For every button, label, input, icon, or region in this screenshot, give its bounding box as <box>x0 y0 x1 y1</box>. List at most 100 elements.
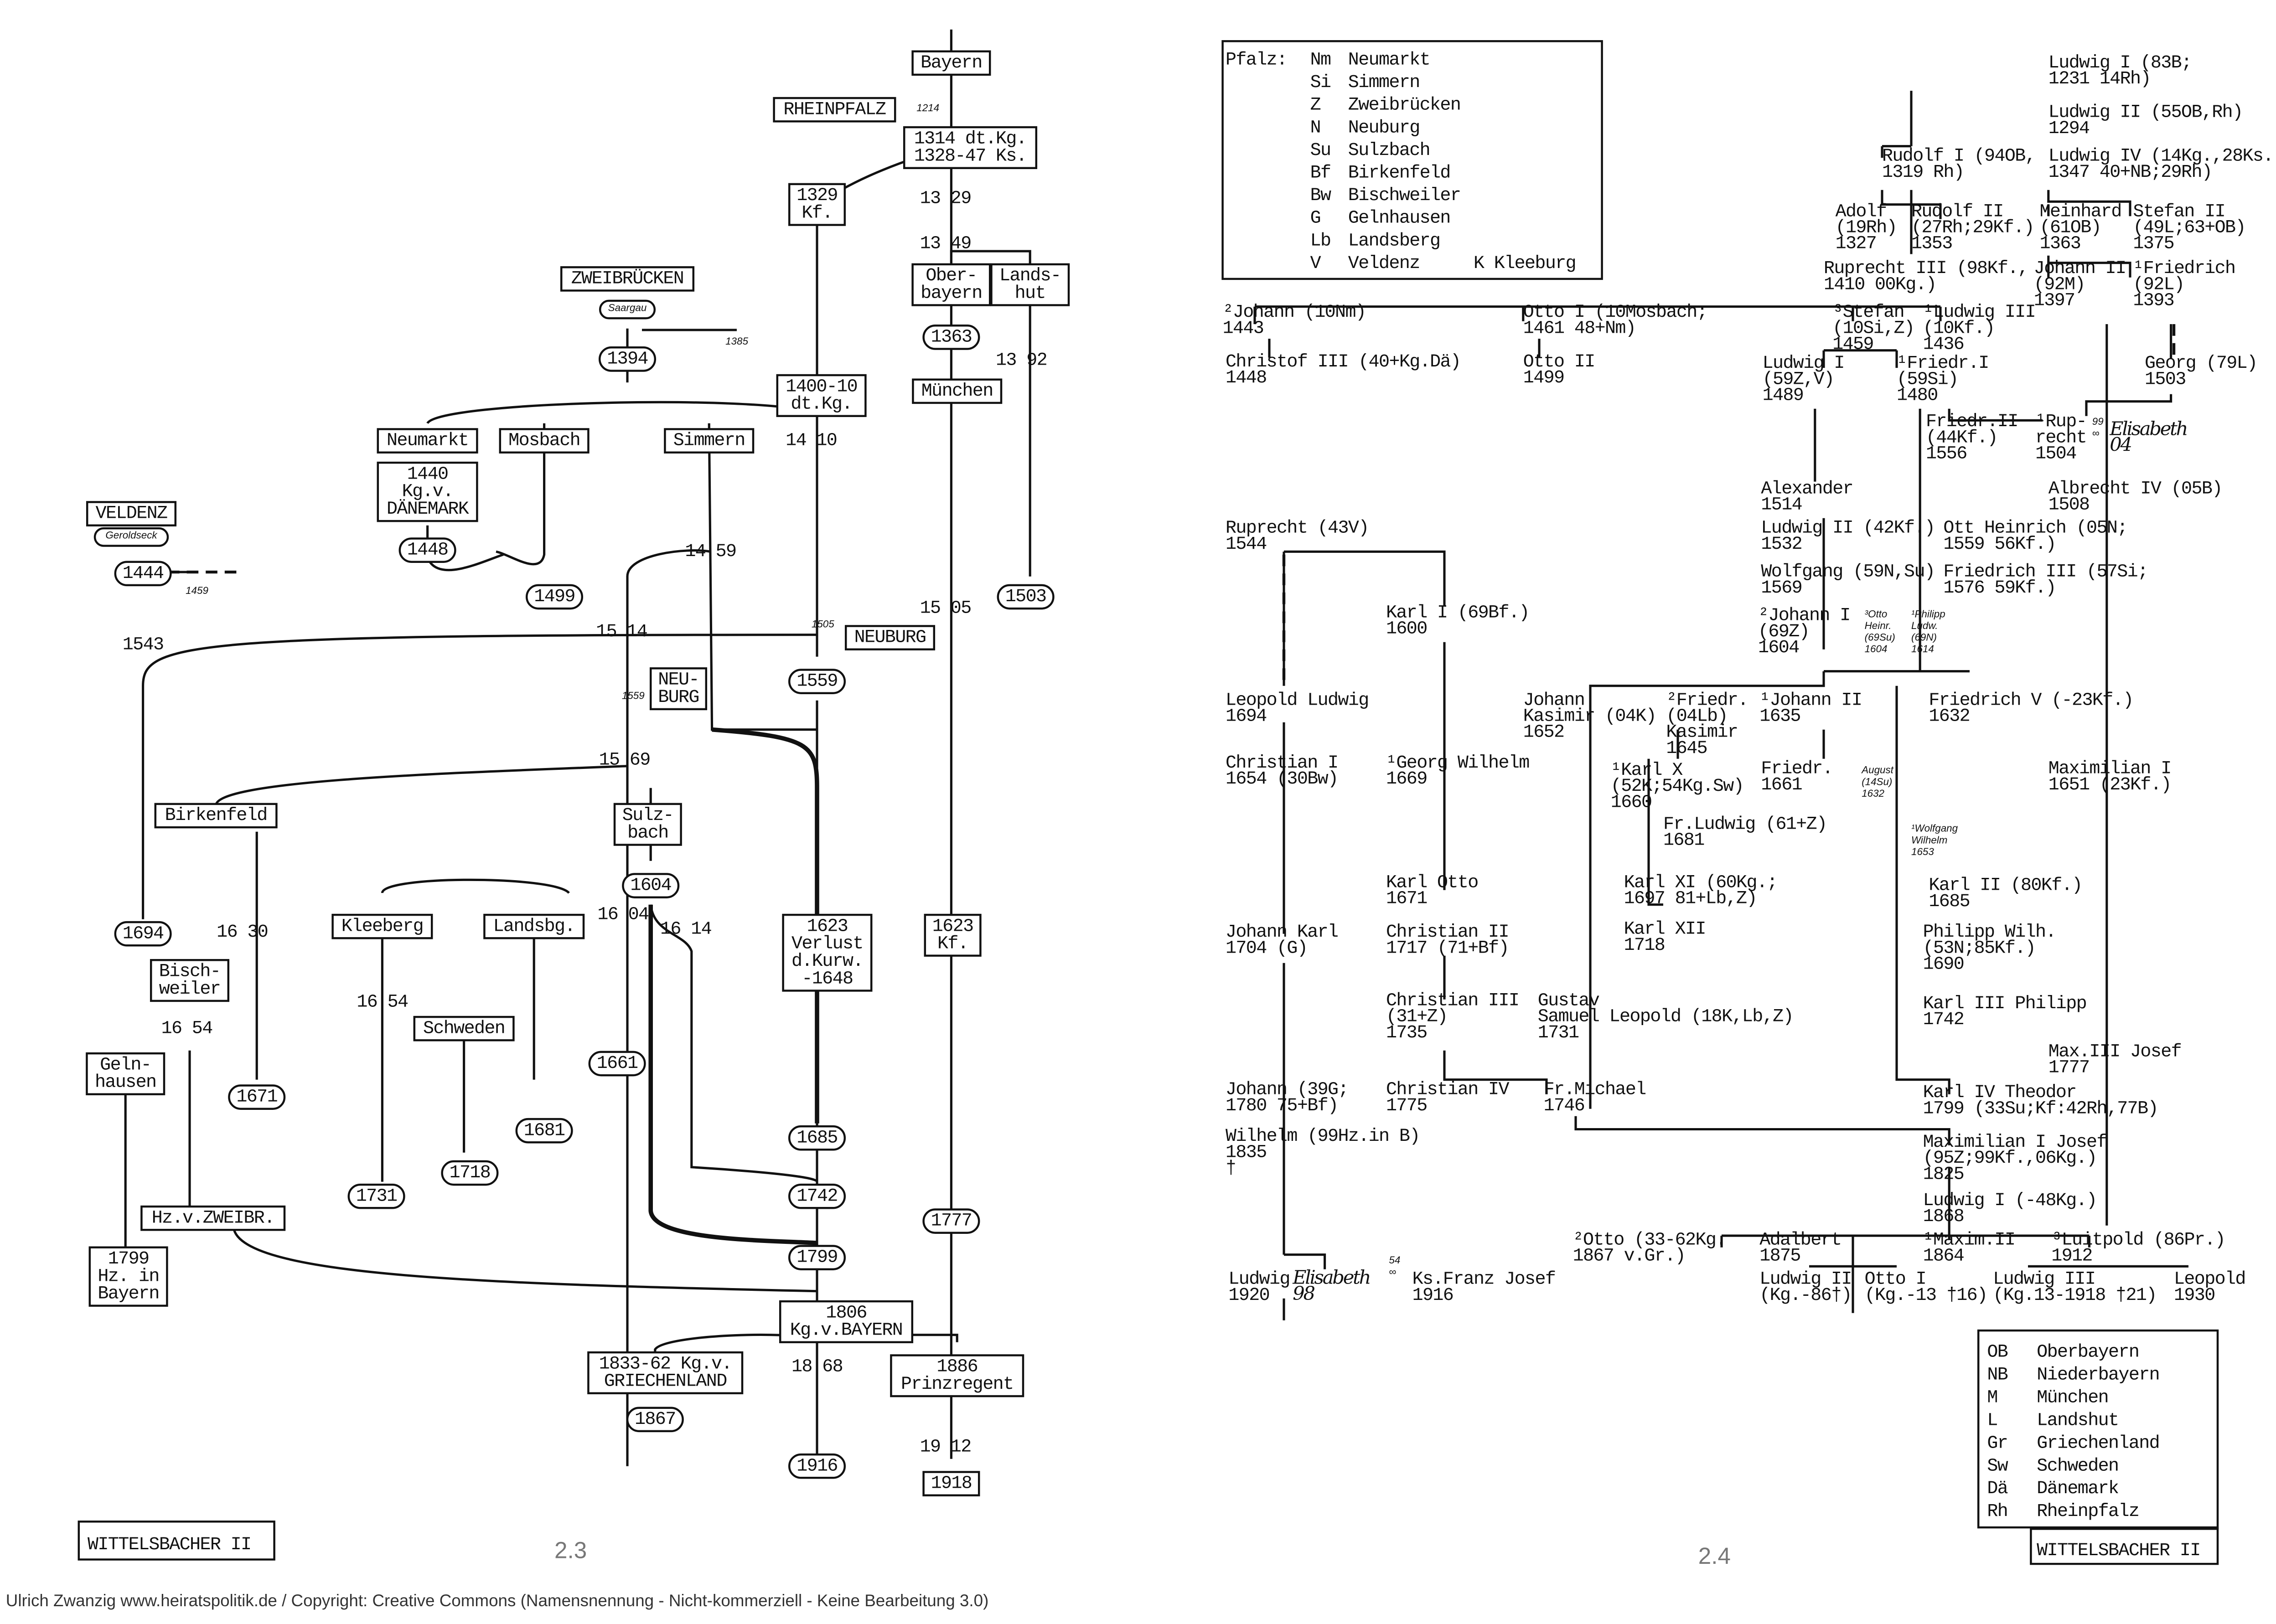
node-oval <box>398 537 456 563</box>
person-entry: Friedr.II(44Kf.)1556 <box>1926 412 2018 464</box>
left-node: Birkenfeld <box>154 803 278 829</box>
node-label: 1661 <box>597 1053 638 1074</box>
person-label: Maximilian I <box>2048 759 2171 779</box>
node-label: 15 05 <box>920 598 971 619</box>
left-node: 1314 dt.Kg.1328-47 Ks. <box>903 126 1038 169</box>
person-label: Ludwig I <box>1763 353 1844 374</box>
node-label: 1214 <box>916 102 939 113</box>
node-label: 1559 <box>622 690 645 701</box>
person-label: Ks.Franz Josef <box>1412 1269 1556 1290</box>
left-node: Lands-hut <box>990 263 1070 306</box>
left-node: 16 04 <box>597 905 649 925</box>
person-label: 1363 <box>2040 234 2081 254</box>
person-label: 1685 <box>1929 892 1970 912</box>
person-label: (59Si) <box>1897 369 1958 390</box>
node-label: weiler <box>159 979 220 1000</box>
person-entry: Ludwig III(Kg.13-1918 †21) <box>1993 1269 2157 1306</box>
person-label: 1461 48+Nm) <box>1523 318 1635 339</box>
person-label: Christian IV <box>1386 1080 1509 1100</box>
node-label: 1718 <box>450 1163 491 1183</box>
legend-name: Oberbayern <box>2037 1342 2139 1363</box>
person-label: 1868 <box>1923 1206 1964 1227</box>
node-label: 1400-10 <box>786 376 857 397</box>
person-label: ∞ <box>1389 1266 1396 1278</box>
person-label: Johann Karl <box>1226 922 1338 943</box>
person-label: 1604 <box>1865 643 1888 655</box>
series-title: WITTELSBACHER II <box>88 1535 251 1555</box>
legend-abbr: NB <box>1987 1365 2007 1386</box>
left-node: 1718 <box>441 1160 499 1186</box>
copyright-footer: Ulrich Zwanzig www.heiratspolitik.de / C… <box>6 1591 989 1610</box>
person-label: Johann <box>1523 690 1584 711</box>
person-label: Karl XII <box>1624 919 1706 940</box>
series-title: WITTELSBACHER II <box>2037 1541 2200 1561</box>
person-entry: ¹Karl X(52K;54Kg.Sw)1660 <box>1611 760 1744 813</box>
person-entry: Maximilian I Josef(95Z;99Kf.,06Kg.)1825 <box>1923 1132 2108 1185</box>
node-oval <box>622 873 680 898</box>
node-label: Geln- <box>100 1055 151 1075</box>
person-entry: Ludwig I (-48Kg.)1868 <box>1923 1191 2097 1227</box>
node-oval <box>588 1051 646 1077</box>
node-box <box>649 667 708 711</box>
legend-abbr: Su <box>1310 140 1331 161</box>
page-number: 2.4 <box>1698 1543 1731 1569</box>
person-label: Alexander <box>1761 479 1853 499</box>
left-node: Mosbach <box>499 428 590 454</box>
legend-abbr: L <box>1987 1410 1997 1431</box>
person-label: ³Luitpold (86Pr.) <box>2051 1230 2225 1250</box>
person-entry: Friedrich III (57Si;1576 59Kf.) <box>1943 562 2148 598</box>
person-label: 1661 <box>1761 775 1802 795</box>
node-box <box>911 263 991 306</box>
node-oval <box>922 1208 980 1234</box>
person-label: 1867 v.Gr.) <box>1573 1246 1685 1267</box>
person-label: Ludwig III <box>1993 1269 2095 1290</box>
node-label: bach <box>627 823 668 844</box>
node-label: 1886 <box>936 1357 978 1377</box>
person-label: Friedr. <box>1761 759 1832 779</box>
person-entry: Georg (79L)1503 <box>2145 353 2258 390</box>
node-oval <box>228 1084 286 1110</box>
node-label: 1499 <box>534 587 575 607</box>
node-oval <box>997 584 1055 610</box>
node-label: Bayern <box>921 53 982 73</box>
legend-abbr: Rh <box>1987 1501 2007 1522</box>
node-label: 16 54 <box>357 992 408 1013</box>
person-label: 1604 <box>1758 638 1799 658</box>
node-label: 1385 <box>725 335 748 347</box>
person-entry: Johann II(92M)1397 <box>2034 258 2126 311</box>
person-label: Karl Otto <box>1386 872 1478 893</box>
person-label: ²Johann I <box>1758 606 1850 626</box>
left-node: 15 69 <box>599 750 651 771</box>
node-label: München <box>921 381 993 402</box>
person-label: Leopold Ludwig <box>1226 690 1369 711</box>
person-label: 1448 <box>1226 368 1267 388</box>
left-node: 1444 <box>114 561 172 587</box>
node-box <box>88 1246 168 1307</box>
person-label: 1735 <box>1386 1023 1427 1043</box>
left-node: 1918 <box>922 1471 980 1496</box>
person-label: Rudolf II <box>1911 201 2003 222</box>
person-label: Heinr. <box>1865 620 1892 631</box>
person-label: 1576 59Kf.) <box>1943 578 2055 598</box>
person-entry: 99∞ <box>2092 416 2104 439</box>
node-label: 13 49 <box>920 234 971 254</box>
node-label: Kf. <box>802 203 832 224</box>
person-entry: Ludwig I (83B;1231 14Rh) <box>2048 53 2192 89</box>
left-node: 1214 <box>916 102 939 113</box>
left-node: NEUBURG <box>844 625 936 650</box>
node-label: GRIECHENLAND <box>604 1371 727 1392</box>
legend-name: Neuburg <box>1348 118 1420 138</box>
left-node: Bayern <box>911 50 991 76</box>
left-node: Kleeberg <box>331 913 433 939</box>
node-box <box>844 625 936 650</box>
node-label: 1916 <box>797 1456 838 1476</box>
person-label: 1499 <box>1523 368 1564 388</box>
person-entry: Rudolf I (94OB,1319 Rh) <box>1882 146 2036 183</box>
person-label: 04 <box>2110 433 2131 456</box>
legend-name: Kleeburg <box>1494 253 1576 274</box>
person-entry: Friedrich V (-23Kf.)1632 <box>1929 690 2134 727</box>
